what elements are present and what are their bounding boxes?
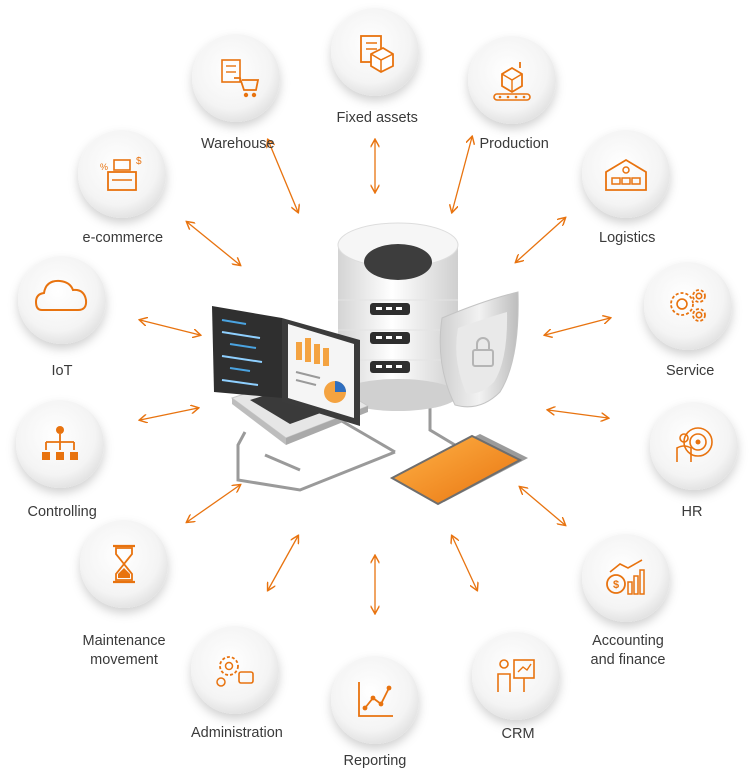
svg-text:%: % [100, 162, 108, 172]
presenter-board-icon [497, 659, 535, 692]
connector-arrow-production [452, 137, 472, 212]
node-label-crm: CRM [501, 725, 535, 742]
connector-arrow-hr [548, 410, 608, 418]
node-label-controlling: Controlling [27, 503, 97, 520]
node-label-ecommerce: e-commerce [82, 229, 164, 246]
line-chart-icon [358, 682, 393, 717]
node-crm [472, 632, 560, 720]
node-label-fixed-assets: Fixed assets [336, 109, 418, 126]
node-bubble [644, 262, 732, 350]
node-bubble [582, 130, 670, 218]
connector-arrow-logistics [516, 218, 565, 262]
module-nodes: $$% [16, 8, 738, 744]
node-maintenance [80, 520, 168, 608]
node-reporting [331, 656, 419, 744]
node-hr [650, 402, 738, 490]
node-label-reporting: Reporting [343, 753, 407, 769]
node-iot [18, 256, 106, 344]
connector-arrow-crm [452, 536, 477, 590]
node-production [468, 36, 556, 124]
node-bubble [18, 256, 106, 344]
money-chart-icon: $ [606, 559, 645, 595]
security-shield-icon [439, 291, 519, 408]
warehouse-truck-icon [605, 158, 647, 191]
node-label-administration: Administration [191, 724, 283, 741]
connector-arrow-controlling [140, 408, 198, 420]
node-label-logistics: Logistics [599, 229, 656, 246]
node-warehouse [192, 34, 280, 122]
org-chart-icon [42, 426, 78, 460]
connector-arrow-service [545, 318, 610, 335]
node-label-iot: IoT [51, 362, 73, 379]
connector-arrow-accounting [520, 487, 565, 525]
gears-icon [670, 289, 706, 322]
central-illustration [212, 222, 528, 506]
connector-arrow-ecommerce [187, 222, 240, 265]
node-administration [191, 626, 279, 714]
cart-checklist-icon [221, 59, 260, 98]
node-label-service: Service [666, 362, 715, 379]
node-controlling [16, 400, 104, 488]
node-bubble [650, 402, 738, 490]
smartphone-icon [389, 434, 528, 506]
connector-arrow-maintenance [187, 485, 240, 522]
node-logistics [582, 130, 670, 218]
svg-text:$: $ [136, 156, 142, 167]
svg-text:$: $ [613, 579, 619, 591]
node-label-hr: HR [681, 503, 703, 520]
factory-conveyor-icon [493, 62, 531, 101]
node-fixed-assets [331, 8, 419, 96]
dashboard-monitor-icon [282, 318, 360, 426]
node-bubble [191, 626, 279, 714]
node-service [644, 262, 732, 350]
package-checklist-icon [360, 35, 394, 74]
connector-arrow-administration [268, 536, 298, 590]
node-accounting: $ [582, 534, 670, 622]
node-bubble [582, 534, 670, 622]
gear-speech-icon [216, 656, 254, 687]
person-target-icon [676, 427, 713, 462]
cloud-icon [34, 279, 88, 311]
cash-register-icon: $% [100, 156, 142, 191]
connector-arrow-warehouse [268, 140, 298, 212]
node-bubble [472, 632, 560, 720]
hourglass-icon [113, 544, 135, 584]
node-label-warehouse: Warehouse [201, 135, 275, 152]
node-label-production: Production [479, 135, 549, 152]
connector-arrow-iot [140, 320, 200, 335]
cables [236, 400, 461, 492]
database-server-icon [337, 222, 459, 411]
node-ecommerce: $% [78, 130, 166, 218]
node-bubble [78, 130, 166, 218]
connector-arrows [140, 137, 610, 613]
